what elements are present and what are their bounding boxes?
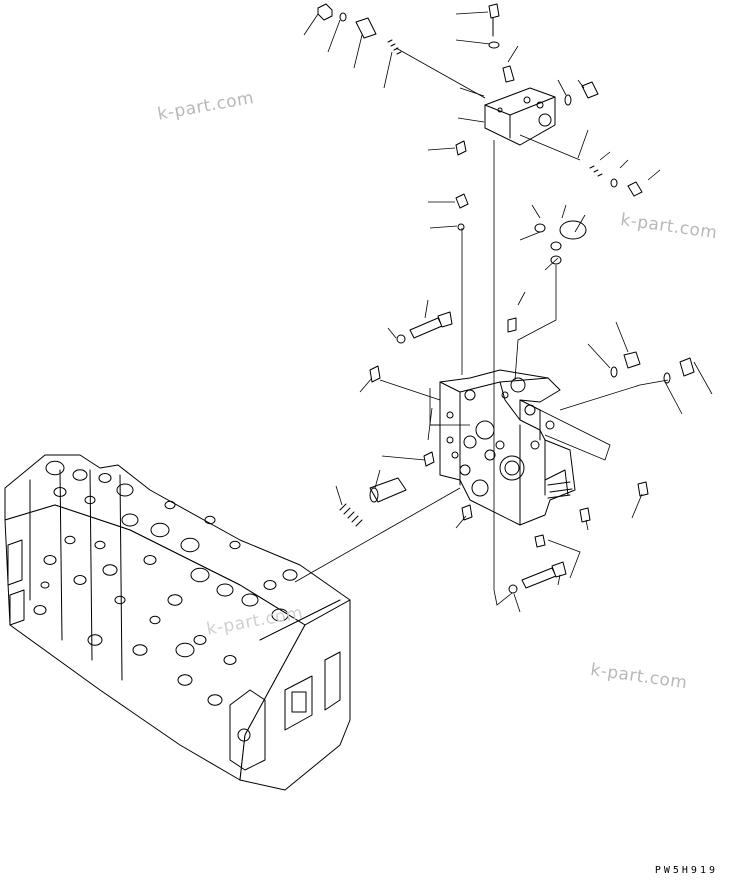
port-hole: [87, 634, 103, 646]
port-hole: [33, 605, 47, 615]
port-hole: [223, 655, 237, 665]
port-hole: [207, 694, 223, 706]
control-valve-body-icon: [4, 454, 351, 791]
port-hole: [271, 608, 289, 622]
port-hole: [102, 564, 118, 576]
port-hole: [73, 575, 87, 585]
small-parts: [317, 3, 695, 594]
port-hole: [53, 487, 67, 497]
port-hole: [84, 495, 96, 505]
drawing-code: PW5H919: [654, 865, 718, 876]
port-hole: [177, 674, 193, 686]
assembly-line: [429, 388, 440, 426]
port-hole: [98, 473, 112, 483]
port-hole: [263, 580, 277, 590]
port-hole: [164, 500, 176, 510]
port-hole: [180, 537, 200, 553]
port-hole: [143, 555, 157, 565]
port-hole: [121, 513, 139, 527]
port-hole: [43, 555, 57, 565]
port-hole: [94, 540, 106, 550]
port-hole: [216, 583, 234, 597]
port-hole: [132, 644, 148, 656]
port-hole: [204, 515, 216, 525]
port-hole: [229, 540, 241, 550]
auxiliary-block-icon: [484, 87, 556, 146]
port-hole: [150, 522, 170, 538]
port-hole: [193, 635, 207, 645]
valve-section-icon: [439, 369, 576, 526]
port-hole: [40, 581, 50, 589]
port-hole: [45, 460, 65, 476]
port-hole: [114, 595, 126, 605]
port-hole: [241, 593, 259, 607]
port-hole: [72, 469, 88, 481]
port-hole: [116, 483, 134, 497]
port-hole: [149, 615, 161, 625]
port-hole: [175, 642, 195, 658]
port-holes: [33, 460, 298, 706]
port-hole: [190, 567, 210, 583]
port-hole: [282, 569, 298, 581]
port-hole: [167, 594, 183, 606]
port-hole: [64, 535, 76, 545]
